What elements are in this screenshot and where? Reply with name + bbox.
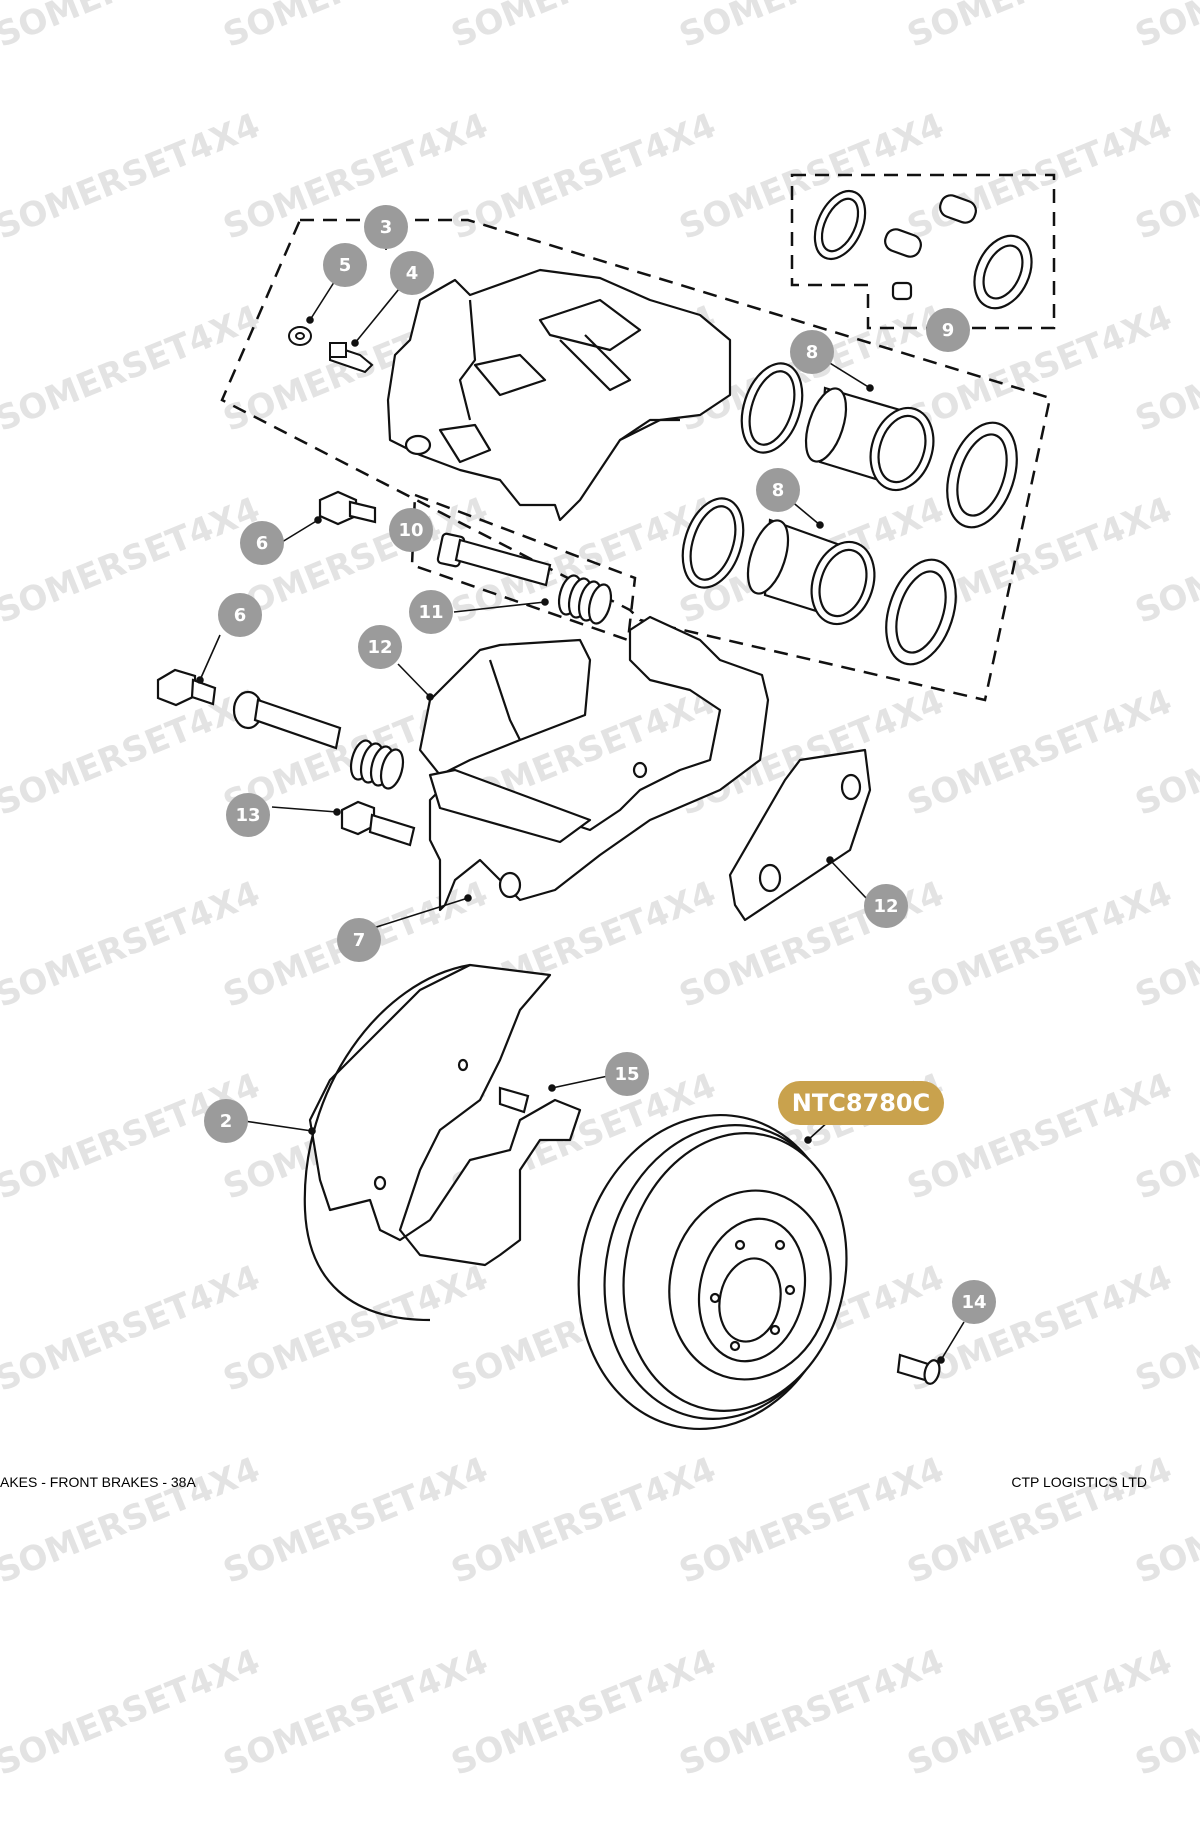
callout-circle [364, 205, 408, 249]
callout-number: 11 [418, 602, 443, 623]
callout-number: 3 [380, 217, 393, 238]
callout-circle [204, 1099, 248, 1143]
callout-13[interactable]: 13 [226, 793, 270, 837]
callout-circle [358, 625, 402, 669]
bleed-screw [288, 326, 374, 374]
pistons-and-seals [681, 362, 1018, 666]
callout-number: 13 [235, 805, 260, 826]
callout-4[interactable]: 4 [390, 251, 434, 295]
callout-circle [790, 330, 834, 374]
seal-kit-parts [813, 189, 1033, 310]
callout-circle [240, 521, 284, 565]
dashed-boundaries [220, 173, 1056, 702]
brake-disc [577, 1114, 848, 1430]
callout-number: 6 [256, 533, 269, 554]
caliper-carrier [428, 615, 770, 912]
callout-number: 7 [353, 930, 366, 951]
callout-12[interactable]: 12 [358, 625, 402, 669]
callout-8[interactable]: 8 [790, 330, 834, 374]
caliper-body [386, 268, 732, 522]
callout-circle [226, 793, 270, 837]
part-number-badge[interactable]: NTC8780C [778, 1081, 944, 1125]
callout-number: 12 [873, 896, 898, 917]
guide-spring-lower [349, 739, 405, 790]
callout-circle [389, 508, 433, 552]
callout-number: 5 [339, 255, 352, 276]
callout-circle [390, 251, 434, 295]
callout-15[interactable]: 15 [605, 1052, 649, 1096]
callout-2[interactable]: 2 [204, 1099, 248, 1143]
callout-number: 14 [961, 1292, 986, 1313]
callout-11[interactable]: 11 [409, 590, 453, 634]
callout-10[interactable]: 10 [389, 508, 433, 552]
callout-8[interactable]: 8 [756, 468, 800, 512]
footer-section-title: AKES - FRONT BRAKES - 38A [0, 1474, 196, 1490]
callout-number: 8 [772, 480, 785, 501]
callout-number: 15 [614, 1064, 639, 1085]
callout-6[interactable]: 6 [218, 593, 262, 637]
brake-pads [418, 638, 872, 922]
callout-circle [952, 1280, 996, 1324]
guide-spring-upper [557, 574, 613, 625]
callout-circle [605, 1052, 649, 1096]
callout-number: 4 [406, 263, 419, 284]
callout-5[interactable]: 5 [323, 243, 367, 287]
callout-3[interactable]: 3 [364, 205, 408, 249]
callout-circle [756, 468, 800, 512]
callout-6[interactable]: 6 [240, 521, 284, 565]
callout-circle [323, 243, 367, 287]
callout-14[interactable]: 14 [952, 1280, 996, 1324]
callout-number: 2 [220, 1111, 233, 1132]
footer-company: CTP LOGISTICS LTD [1011, 1474, 1147, 1490]
callout-circle [926, 308, 970, 352]
callout-number: 9 [942, 320, 955, 341]
callout-circle [864, 884, 908, 928]
part-number-label: NTC8780C [792, 1089, 930, 1117]
callout-9[interactable]: 9 [926, 308, 970, 352]
dust-shield [303, 963, 582, 1322]
callout-12[interactable]: 12 [864, 884, 908, 928]
seal-kit-boundary [790, 173, 1056, 330]
callout-circle [218, 593, 262, 637]
watermark-text: SOMERSET4X4 [1130, 0, 1200, 56]
callout-number: 12 [367, 637, 392, 658]
callout-layer: 3 5 4 8 8 9 6 10 11 6 12 13 7 12 2 15 14 [204, 205, 996, 1324]
callout-number: 10 [398, 520, 423, 541]
callout-circle [337, 918, 381, 962]
callout-7[interactable]: 7 [337, 918, 381, 962]
callout-circle [409, 590, 453, 634]
callout-number: 8 [806, 342, 819, 363]
callout-number: 6 [234, 605, 247, 626]
